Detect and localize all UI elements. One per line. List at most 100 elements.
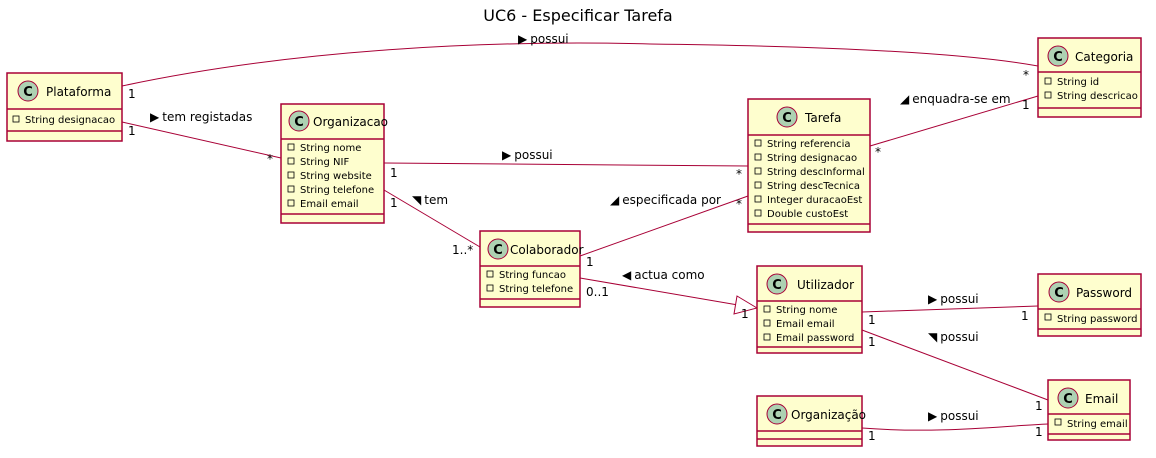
private-square-icon	[486, 270, 494, 278]
private-square-icon	[1044, 91, 1052, 99]
direction-arrow-icon: ▶	[150, 110, 160, 124]
attribute: Double custoEst	[767, 209, 848, 220]
direction-arrow-icon: ▶	[928, 409, 938, 423]
class-name: Email	[1085, 392, 1118, 406]
association-label: ▶possui	[502, 148, 553, 162]
direction-arrow-icon: ▶	[502, 148, 512, 162]
association-label: ◢especificada por	[610, 193, 721, 207]
direction-arrow-icon: ◢	[610, 193, 620, 207]
private-square-icon	[763, 319, 771, 327]
svg-text:C: C	[493, 243, 503, 258]
private-square-icon	[287, 199, 295, 207]
private-square-icon	[754, 153, 762, 161]
class-c-icon	[487, 238, 509, 260]
association-label: ◥tem	[412, 193, 448, 207]
attribute: String password	[1057, 314, 1138, 325]
attribute: String designacao	[25, 115, 115, 126]
multiplicity: 1	[586, 255, 594, 269]
class-name: Tarefa	[804, 111, 841, 125]
attribute: String descInformal	[767, 167, 865, 178]
association-label: ▶possui	[928, 409, 979, 423]
multiplicity: 1	[868, 429, 876, 443]
class-plataforma: C Plataforma String designacao	[6, 72, 123, 142]
direction-arrow-icon: ◥	[412, 193, 422, 207]
multiplicity: *	[1023, 68, 1029, 82]
attribute: String descTecnica	[767, 181, 860, 192]
association-plataforma-organizacao: ▶tem registadas 1 *	[121, 110, 282, 166]
private-square-icon	[287, 157, 295, 165]
attribute: String nome	[300, 143, 361, 154]
multiplicity: 1	[868, 313, 876, 327]
svg-text:C: C	[772, 278, 782, 293]
multiplicity: *	[736, 167, 742, 181]
multiplicity: 1	[1022, 98, 1030, 112]
svg-text:C: C	[772, 408, 782, 423]
association-organizacao-tarefa: ▶possui 1 *	[383, 148, 749, 181]
class-c-icon	[766, 403, 788, 425]
class-utilizador: C Utilizador String nome Email email Ema…	[756, 265, 863, 354]
attribute: String designacao	[767, 153, 857, 164]
multiplicity: 1	[128, 87, 136, 101]
class-c-icon	[288, 110, 310, 132]
private-square-icon	[12, 115, 20, 123]
class-name: Utilizador	[797, 278, 854, 292]
class-name: Plataforma	[46, 85, 111, 99]
direction-arrow-icon: ◀	[622, 268, 632, 282]
association-utilizador-password: ▶possui 1 1	[861, 292, 1039, 327]
class-c-icon	[1057, 387, 1079, 409]
multiplicity: 1	[741, 307, 749, 321]
association-label: ▶tem registadas	[150, 110, 252, 124]
multiplicity: 1	[1035, 425, 1043, 439]
association-label: ▶possui	[928, 292, 979, 306]
direction-arrow-icon: ▶	[518, 32, 528, 46]
private-square-icon	[486, 284, 494, 292]
attribute: Integer duracaoEst	[767, 195, 862, 206]
private-square-icon	[754, 181, 762, 189]
direction-arrow-icon: ◥	[928, 330, 938, 344]
private-square-icon	[1054, 418, 1062, 426]
class-c-icon	[766, 273, 788, 295]
association-label: ▶possui	[518, 32, 569, 46]
private-square-icon	[754, 167, 762, 175]
attribute: String email	[1067, 419, 1128, 430]
association-organizacao2-email: ▶possui 1 1	[861, 409, 1049, 443]
attribute: String id	[1057, 77, 1099, 88]
class-name: Categoria	[1075, 50, 1133, 64]
attribute: String funcao	[499, 270, 566, 281]
association-label: ◥possui	[928, 330, 979, 344]
class-tarefa: C Tarefa String referencia String design…	[747, 98, 871, 233]
private-square-icon	[287, 185, 295, 193]
private-square-icon	[1044, 313, 1052, 321]
association-label: ◀actua como	[622, 268, 705, 282]
attribute: Email password	[776, 333, 854, 344]
multiplicity: 1..*	[452, 243, 473, 257]
class-organizacao-2: C Organização	[756, 395, 866, 447]
multiplicity: 0..1	[586, 285, 609, 299]
association-organizacao-colaborador: ◥tem 1 1..*	[383, 189, 481, 257]
association-plataforma-categoria: ▶possui 1 *	[121, 32, 1039, 101]
svg-text:C: C	[1063, 392, 1073, 407]
attribute: String website	[300, 171, 372, 182]
class-colaborador: C Colaborador String funcao String telef…	[479, 230, 584, 308]
class-name: Password	[1076, 286, 1132, 300]
multiplicity: 1	[1035, 399, 1043, 413]
multiplicity: *	[736, 197, 742, 211]
class-c-icon	[1048, 281, 1070, 303]
private-square-icon	[754, 195, 762, 203]
attribute: Email email	[300, 199, 359, 210]
attribute: Email email	[776, 319, 835, 330]
association-colaborador-tarefa: ◢especificada por 1 *	[579, 193, 749, 269]
svg-text:C: C	[782, 111, 792, 126]
diagram-title: UC6 - Especificar Tarefa	[483, 6, 672, 25]
class-c-icon	[1047, 45, 1069, 67]
multiplicity: 1	[128, 124, 136, 138]
class-name: Colaborador	[510, 243, 584, 257]
attribute: String telefone	[300, 185, 374, 196]
association-utilizador-email: ◥possui 1 1	[861, 329, 1049, 413]
attribute: String referencia	[767, 139, 851, 150]
svg-text:C: C	[1054, 286, 1064, 301]
class-password: C Password String password	[1037, 273, 1142, 337]
private-square-icon	[763, 305, 771, 313]
attribute: String descricao	[1057, 91, 1138, 102]
